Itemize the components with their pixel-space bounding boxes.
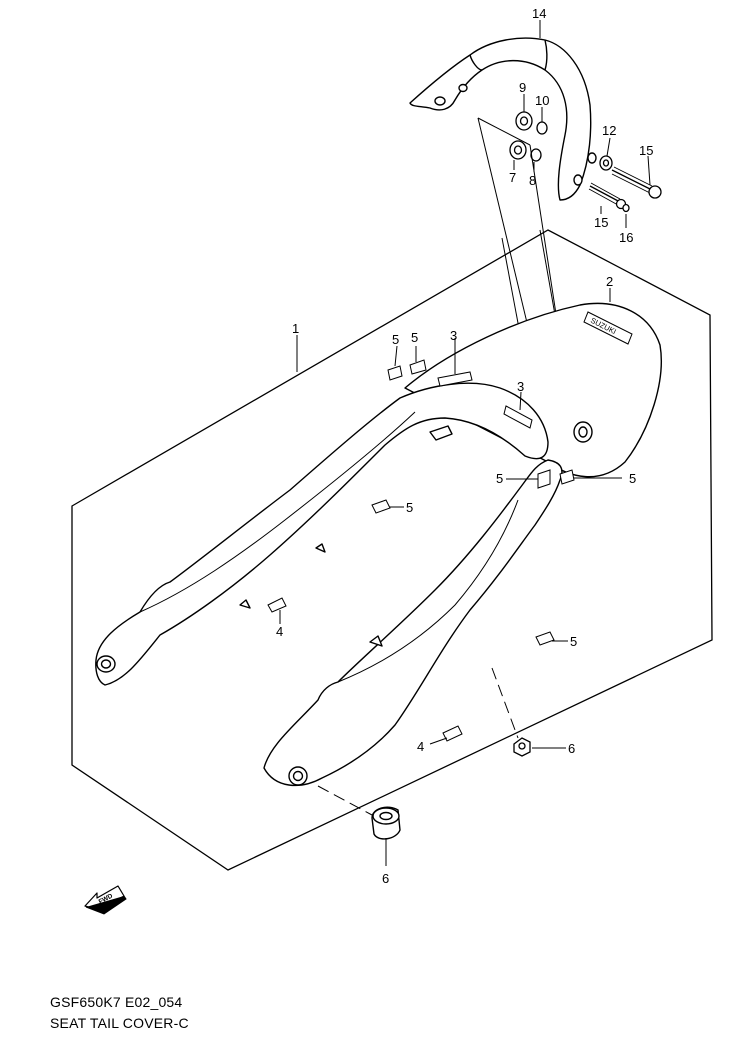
callout-14: 12 [602, 123, 616, 138]
callout-5e: 5 [406, 500, 413, 515]
diagram-title: SEAT TAIL COVER-C [50, 1015, 189, 1031]
callout-11: 6 [568, 741, 575, 756]
callout-5f: 5 [570, 634, 577, 649]
clip-nut-11-icon [513, 737, 531, 757]
callout-15: 15 [594, 215, 608, 230]
label-5-b [409, 359, 427, 375]
callout-6: 6 [382, 871, 389, 886]
callout-5b: 5 [411, 330, 418, 345]
grab-rail-part [409, 37, 597, 201]
callout-10: 10 [535, 93, 549, 108]
label-5-e [371, 499, 391, 514]
callout-16: 16 [619, 230, 633, 245]
bolt-13-icon [611, 166, 662, 199]
callout-12: 14 [532, 6, 546, 21]
callout-5a: 5 [392, 332, 399, 347]
nut-10-icon [536, 121, 548, 135]
callout-1: 1 [292, 321, 299, 336]
seat-tail-cover-part [95, 302, 662, 787]
callout-9: 9 [519, 80, 526, 95]
callout-4a: 4 [276, 624, 283, 639]
label-4-left [267, 597, 287, 613]
callout-4b: 4 [417, 739, 424, 754]
callout-numbers: 14 9 10 12 15 7 8 15 16 2 1 5 5 3 3 5 5 … [276, 6, 653, 886]
callout-3b: 3 [517, 379, 524, 394]
nut-8-icon [530, 148, 542, 162]
callout-5d: 5 [629, 471, 636, 486]
bolt-15-icon [588, 182, 627, 210]
fwd-arrow-icon: FWD [84, 885, 127, 915]
grommet-6-icon [371, 806, 401, 840]
leader-lines [279, 20, 651, 866]
washer-16-icon [622, 203, 630, 213]
label-5-f [535, 631, 555, 646]
callout-2: 2 [606, 274, 613, 289]
label-3-upper [437, 371, 473, 387]
label-3-right [503, 405, 533, 429]
callout-7: 7 [509, 170, 516, 185]
callout-8: 8 [529, 173, 536, 188]
callout-13: 15 [639, 143, 653, 158]
hardware-parts [509, 111, 662, 213]
diagram-code: GSF650K7 E02_054 [50, 994, 183, 1010]
callout-5c: 5 [496, 471, 503, 486]
assembly-frame [71, 229, 713, 871]
callout-3a: 3 [450, 328, 457, 343]
label-stickers [267, 359, 575, 742]
label-5-a [387, 365, 403, 381]
label-5-c [537, 469, 551, 489]
label-5-d [559, 469, 575, 485]
